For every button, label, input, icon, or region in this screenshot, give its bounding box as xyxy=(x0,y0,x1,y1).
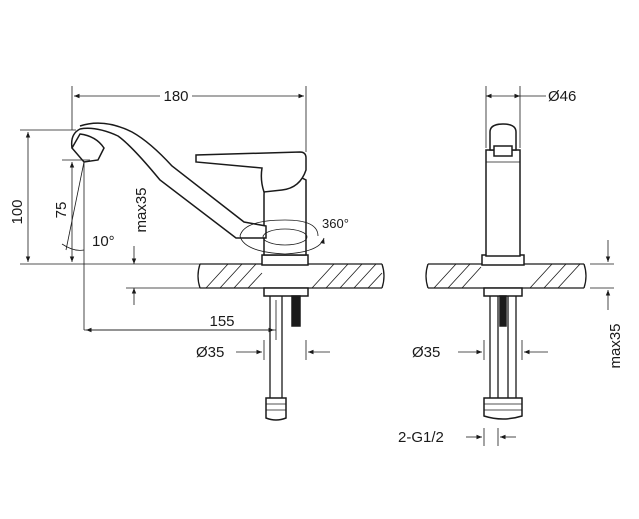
dimension-connection: 2-G1/2 xyxy=(398,428,516,446)
dimension-max35-side: max35 xyxy=(126,187,200,305)
dimension-dia46: Ø46 xyxy=(485,86,576,148)
dim-spout-height-label: 75 xyxy=(53,202,70,219)
dimension-100: 100 xyxy=(9,129,200,265)
dim-max-thickness-front-label: max35 xyxy=(607,323,624,368)
dim-hole-diameter-front-label: Ø35 xyxy=(412,344,440,361)
dim-length-label: 180 xyxy=(163,88,188,105)
supply-fittings-front xyxy=(483,287,523,420)
dim-hole-diameter-side-label: Ø35 xyxy=(196,344,224,361)
faucet-body-side xyxy=(70,122,309,266)
dimension-max35-front: max35 xyxy=(590,240,624,369)
faucet-body-front xyxy=(481,123,525,266)
dim-connection-label: 2-G1/2 xyxy=(398,429,444,446)
dimension-180: 180 xyxy=(71,86,307,152)
front-view: Ø46 Ø35 max35 2-G1/2 xyxy=(398,86,624,446)
dimension-75: 75 xyxy=(53,159,90,262)
dimension-angle: 10° xyxy=(61,161,115,330)
dim-reach-label: 155 xyxy=(209,313,234,330)
dimension-rotation: 360° xyxy=(239,216,349,255)
dim-angle-label: 10° xyxy=(92,233,115,250)
dim-max-thickness-side-label: max35 xyxy=(133,187,150,232)
side-view: 180 100 75 10° max35 xyxy=(9,86,385,421)
supply-fittings-side xyxy=(263,287,309,421)
countertop-front xyxy=(425,263,587,289)
countertop-side xyxy=(197,263,385,289)
dimension-dia35-front: Ø35 xyxy=(412,340,548,361)
dimension-dia35-side: Ø35 xyxy=(196,340,330,361)
dim-body-diameter-label: Ø46 xyxy=(548,88,576,105)
dimension-155: 155 xyxy=(84,300,277,340)
dim-rotation-label: 360° xyxy=(322,216,349,231)
dim-height-label: 100 xyxy=(9,199,26,224)
